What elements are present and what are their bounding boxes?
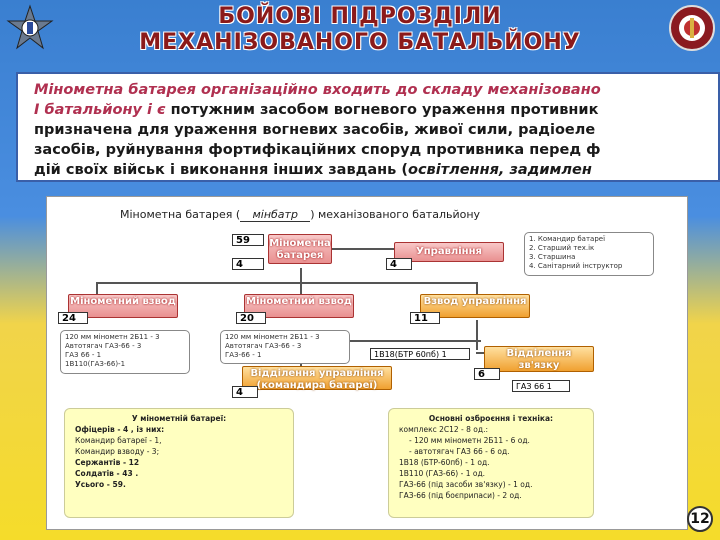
equipment-line: комплекс 2С12 - 8 од.:: [399, 425, 488, 434]
control-platoon-count: 11: [410, 312, 440, 324]
intro-line-5-start: дій своїх військ і виконання інших завда…: [34, 162, 408, 178]
personnel-summary-title: У мінометній батареї:: [131, 414, 227, 423]
connector-line: [300, 340, 476, 342]
personnel-summary-panel: У мінометній батареї: Офіцерів - 4 , із …: [64, 408, 294, 518]
control-staff-item: 2. Старший тех.ік: [529, 244, 595, 252]
mortar-platoon-1-equipment: 120 мм мінометн 2Б11 - 3 Автотягач ГАЗ-6…: [60, 330, 190, 374]
personnel-line: Командир батареї - 1,: [75, 436, 162, 445]
equipment-line: 1В110 (ГАЗ-66) - 1 од.: [399, 469, 486, 478]
control-staff-item: 4. Санітарний інструктор: [529, 262, 623, 270]
equipment-summary-panel: Основні озброєння і техніка: комплекс 2С…: [388, 408, 594, 518]
equipment-item: 1В110(ГАЗ-66)-1: [65, 360, 126, 368]
equipment-summary-title: Основні озброєння і техніка:: [428, 414, 554, 423]
left-emblem-icon: [6, 4, 54, 52]
title-line-1: БОЙОВІ ПІДРОЗДІЛИ: [218, 4, 502, 29]
personnel-line: Сержантів - 12: [75, 458, 140, 467]
mortar-platoon-2-equipment: 120 мм мінометн 2Б11 - 3 Автотягач ГАЗ-6…: [220, 330, 350, 364]
intro-line-2-rest: потужним засобом вогневого ураження прот…: [165, 102, 599, 118]
right-emblem-icon: [668, 4, 716, 52]
intro-text-box: Мінометна батарея організаційно входить …: [16, 72, 720, 182]
title-line-2: МЕХАНІЗОВАНОГО БАТАЛЬЙОНУ: [139, 30, 581, 55]
personnel-line: Солдатів - 43 .: [75, 469, 139, 478]
mortar-platoon-1-box: Мінометний взвод: [68, 294, 178, 318]
equipment-item: ГАЗ-66 - 1: [225, 351, 262, 359]
battery-count-bottom: 4: [232, 258, 264, 270]
equipment-line: ГАЗ-66 (під засоби зв'язку) - 1 од.: [399, 480, 533, 489]
connector-line: [330, 248, 394, 250]
equipment-line: - 120 мм мінометн 2Б11 - 6 од.: [409, 436, 530, 445]
intro-line-2-em: І батальйону і є: [34, 102, 166, 118]
control-staff-list: 1. Командир батареї 2. Старший тех.ік 3.…: [524, 232, 654, 276]
mortar-platoon-1-count: 24: [58, 312, 88, 324]
equipment-line: 1В18 (БТР-60пб) - 1 од.: [399, 458, 490, 467]
control-staff-item: 3. Старшина: [529, 253, 576, 261]
comm-section-count: 6: [474, 368, 500, 380]
equipment-item: 120 мм мінометн 2Б11 - 3: [225, 333, 320, 341]
control-staff-item: 1. Командир батареї: [529, 235, 606, 243]
diagram-title-start: Мінометна батарея (: [120, 208, 241, 221]
diagram-title: Мінометна батарея ( мінбатр ) механізовано…: [120, 208, 480, 222]
page-title: БОЙОВІ ПІДРОЗДІЛИ МЕХАНІЗОВАНОГО БАТАЛЬЙ…: [70, 4, 650, 56]
diagram-title-italic: мінбатр: [252, 208, 298, 221]
control-count: 4: [386, 258, 412, 270]
comm-section-vehicle: ГАЗ 66 1: [512, 380, 570, 392]
btr-vehicle: 1В18(БТР 60пб) 1: [370, 348, 470, 360]
connector-line: [300, 268, 302, 294]
mortar-platoon-2-count: 20: [236, 312, 266, 324]
intro-line-4: засобів, руйнування фортифікаційних спор…: [34, 142, 601, 158]
equipment-item: ГАЗ 66 - 1: [65, 351, 102, 359]
equipment-item: 120 мм мінометн 2Б11 - 3: [65, 333, 160, 341]
equipment-line: - автотягач ГАЗ 66 - 6 од.: [409, 447, 510, 456]
intro-line-1: Мінометна батарея організаційно входить …: [34, 82, 601, 98]
battery-box: Мінометна батарея: [268, 234, 332, 264]
command-section-box: Відділення управління (командира батареї…: [242, 366, 392, 391]
connector-line: [96, 282, 476, 284]
equipment-item: Автотягач ГАЗ-66 - 3: [225, 342, 302, 350]
intro-line-3: призначена для ураження вогневих засобів…: [34, 122, 596, 138]
battery-count-top: 59: [232, 234, 264, 246]
connector-line: [476, 352, 484, 354]
command-section-count: 4: [232, 386, 258, 398]
intro-line-5-em: освітлення, задимлен: [408, 162, 592, 178]
connector-line: [96, 282, 98, 294]
equipment-item: Автотягач ГАЗ-66 - 3: [65, 342, 142, 350]
connector-line: [476, 320, 478, 350]
connector-line: [475, 340, 481, 342]
personnel-line: Усього - 59.: [75, 480, 126, 489]
control-box: Управління: [394, 242, 504, 262]
diagram-title-end: ) механізованого батальйону: [310, 208, 481, 221]
comm-section-box: Відділення зв'язку: [484, 346, 594, 372]
equipment-line: ГАЗ-66 (під боєприпаси) - 2 од.: [399, 491, 522, 500]
personnel-line: Командир взводу - 3;: [75, 447, 160, 456]
page-number: 12: [687, 506, 713, 532]
personnel-line: Офіцерів - 4 , із них:: [75, 425, 165, 434]
connector-line: [476, 282, 478, 294]
